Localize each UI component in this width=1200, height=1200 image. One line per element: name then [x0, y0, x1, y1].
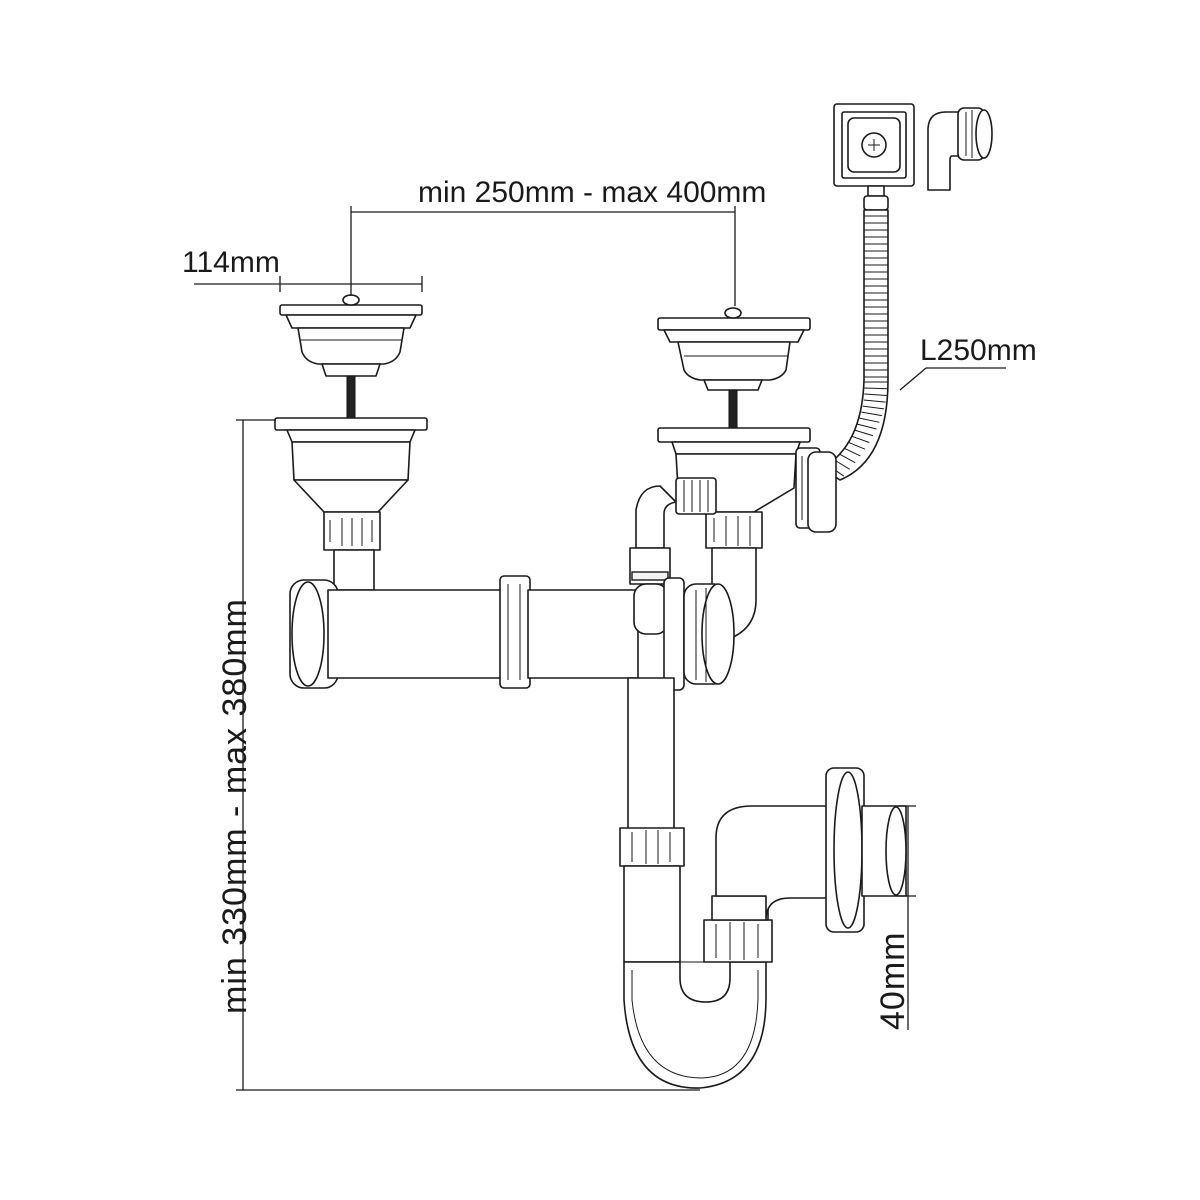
left-sink-outlet-body — [274, 417, 428, 591]
label-114mm: 114mm — [182, 246, 280, 279]
hose-rib — [854, 429, 874, 437]
hose-rib — [859, 417, 880, 423]
dimension-hose-length: L250mm — [899, 334, 1037, 391]
label-trap-height: min 330mm - max 380mm — [216, 598, 254, 1014]
lower-vertical-pipe — [619, 827, 685, 963]
hose-rib — [864, 393, 887, 396]
hose-rib — [862, 405, 885, 410]
hose-rib — [864, 387, 888, 390]
overflow-corrugated-hose — [807, 209, 889, 533]
label-40mm: 40mm — [874, 932, 912, 1030]
horizontal-connector-pipe — [289, 575, 639, 689]
right-strainer-rod — [728, 389, 738, 431]
overflow-link-hose — [635, 477, 717, 549]
dimension-strainer-spacing: min 250mm - max 400mm — [350, 176, 766, 306]
hose-rib — [834, 459, 851, 470]
dimension-outlet-diameter: 40mm — [874, 805, 916, 1030]
left-strainer-rod — [346, 375, 356, 419]
overflow-elbow-icon — [927, 107, 993, 191]
hose-rib — [843, 447, 861, 457]
dimension-strainer-diameter: 114mm — [182, 246, 423, 292]
hose-rib — [861, 411, 882, 417]
u-bend-trap — [623, 961, 767, 1089]
hose-rib — [851, 435, 870, 443]
label-spacing: min 250mm - max 400mm — [418, 176, 766, 209]
dimension-trap-height: min 330mm - max 380mm — [216, 419, 700, 1091]
hose-rib — [847, 441, 866, 450]
left-strainer-basket — [279, 294, 423, 377]
label-l250mm: L250mm — [920, 334, 1037, 367]
outlet-elbow — [715, 767, 907, 933]
tee-standpipe — [627, 547, 735, 831]
hose-rib — [857, 423, 877, 430]
trap-union-nut — [703, 895, 773, 963]
hose-rib — [839, 453, 856, 464]
overflow-cover-plate — [833, 103, 915, 211]
hose-rib — [863, 399, 886, 403]
right-strainer-basket — [657, 307, 811, 391]
